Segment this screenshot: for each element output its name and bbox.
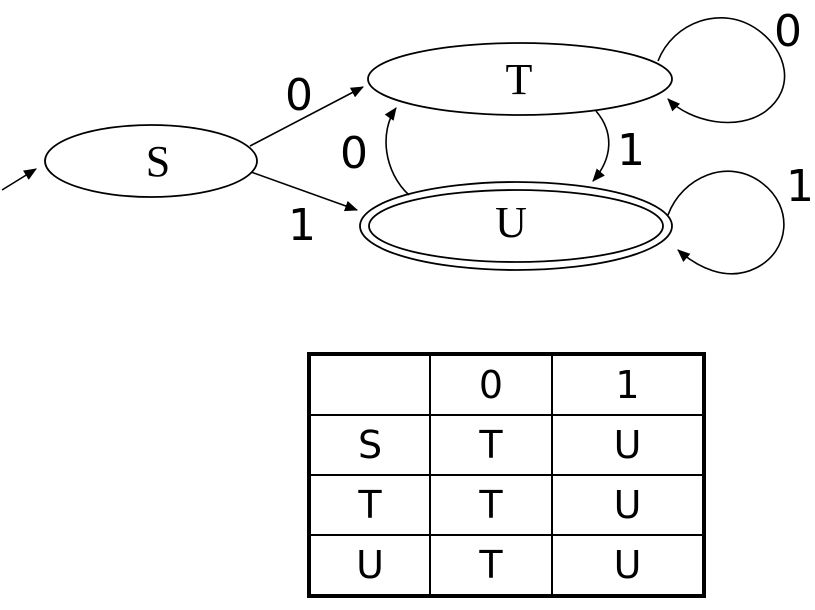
table-header-row: 0 1 — [308, 353, 705, 416]
table-row-U-on1: U — [551, 534, 705, 597]
start-arrow — [1, 168, 37, 191]
edge-T-self-loop — [657, 17, 786, 124]
state-T-label: T — [506, 55, 533, 104]
table-row-S-on0: T — [429, 414, 553, 476]
table-row-S-state: S — [308, 414, 431, 476]
edge-S-to-T — [249, 86, 364, 147]
table-row-T-state: T — [308, 474, 431, 536]
table-row-U-state: U — [308, 534, 431, 597]
table-header-blank — [308, 353, 431, 416]
edge-U-self-loop-label: 1 — [786, 161, 814, 212]
edge-T-self-loop-label: 0 — [774, 6, 802, 57]
edge-U-to-T — [384, 107, 410, 196]
state-U-outer-ring — [359, 181, 673, 271]
state-T — [367, 42, 673, 116]
table-row-U: U T U — [308, 534, 705, 597]
table-header-input-0: 0 — [429, 353, 553, 416]
transition-table: 0 1 S T U T T U U T U — [307, 352, 706, 598]
state-U-label: U — [495, 198, 527, 247]
edge-S-to-T-label: 0 — [285, 70, 313, 121]
table-row-S-on1: U — [551, 414, 705, 476]
edge-S-to-U-label: 1 — [288, 200, 316, 251]
state-U — [368, 189, 664, 263]
table-row-U-on0: T — [429, 534, 553, 597]
edge-T-to-U-label: 1 — [617, 125, 645, 176]
state-diagram: S T U 0 1 0 1 0 1 — [1, 6, 814, 275]
table-row-T-on0: T — [429, 474, 553, 536]
table-row-S: S T U — [308, 414, 705, 476]
edge-T-to-U — [592, 110, 610, 182]
edge-S-to-U — [250, 171, 359, 212]
state-S — [44, 124, 258, 198]
table-row-T-on1: U — [551, 474, 705, 536]
edge-U-to-T-label: 0 — [340, 128, 368, 179]
state-S-label: S — [146, 137, 170, 186]
table-row-T: T T U — [308, 474, 705, 536]
edge-U-self-loop — [667, 170, 785, 275]
table-header-input-1: 1 — [551, 353, 705, 416]
